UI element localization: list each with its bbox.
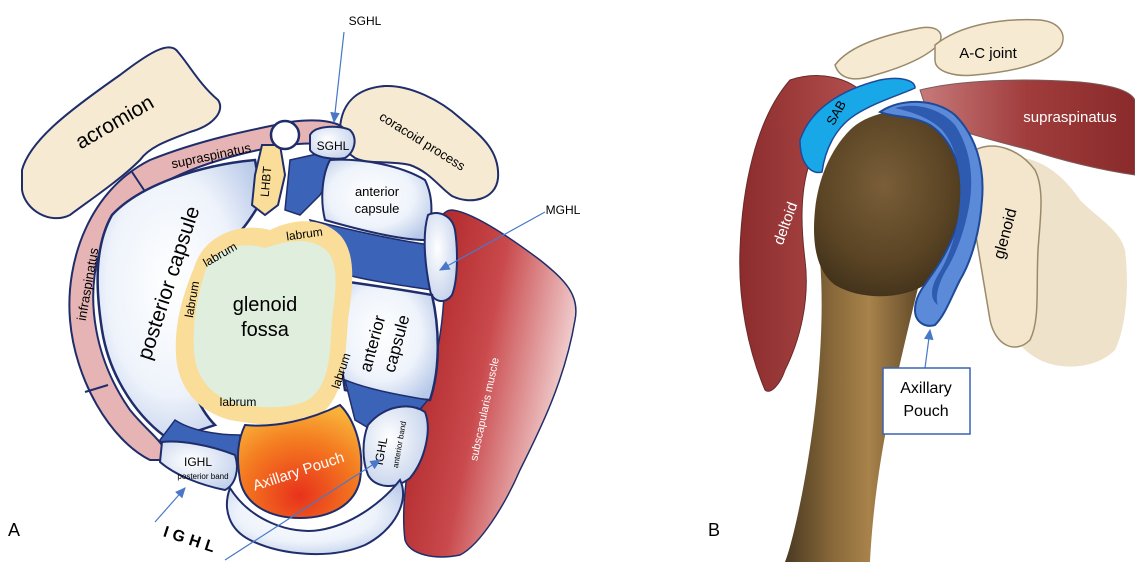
panel-a-letter: A [8, 520, 20, 540]
posterior-band-label: posterior band [177, 472, 228, 481]
ac-joint-bone-left [835, 27, 941, 78]
lhbt-origin [271, 121, 299, 149]
sghl-arrow [334, 32, 344, 122]
panel-a: acromion coracoid process subscapularis … [8, 14, 581, 560]
sghl-top-label: SGHL [349, 14, 382, 28]
sghl-label: SGHL [317, 139, 350, 153]
labrum-label-bottom: labrum [220, 395, 257, 409]
ighl-big-label: IGHL [161, 524, 222, 558]
glenoid-fossa-label-1: glenoid [233, 294, 298, 316]
anterior-capsule-upper-label-1: anterior [355, 184, 400, 199]
anterior-capsule-upper-label-2: capsule [355, 201, 400, 216]
ighl-posterior-arrow [155, 488, 185, 522]
ighl-posterior-label: IGHL [184, 455, 212, 469]
mghl-label: MGHL [546, 203, 581, 217]
panel-b-letter: B [708, 520, 720, 540]
axillary-pouch-callout-label-1: Axillary [900, 380, 952, 397]
glenoid-fossa-label-2: fossa [241, 319, 290, 341]
lhbt-label: LHBT [258, 165, 275, 197]
axillary-pouch-arrow [925, 330, 930, 368]
mghl-ligament [425, 213, 457, 301]
axillary-pouch-callout-label-2: Pouch [903, 403, 948, 420]
supraspinatus-label-b: supraspinatus [1023, 109, 1116, 126]
panel-b: glenoid A-C joint supraspinatus deltoid … [708, 20, 1135, 562]
axillary-pouch-callout [883, 368, 970, 434]
ac-joint-label: A-C joint [959, 45, 1017, 62]
